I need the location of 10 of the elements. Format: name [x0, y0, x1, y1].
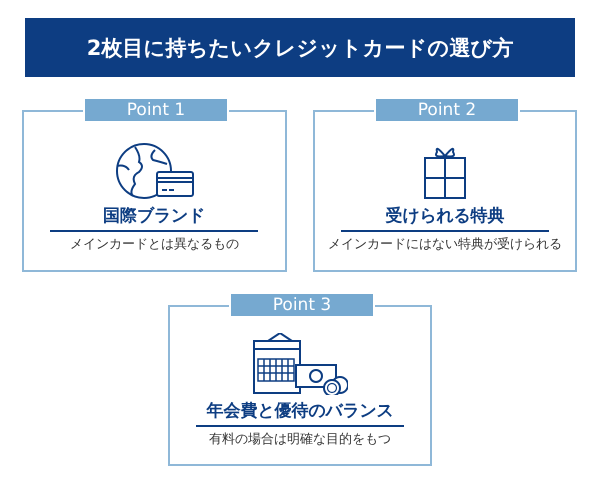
point-badge: Point 1	[83, 97, 229, 123]
point-badge: Point 3	[229, 292, 375, 318]
point-heading: 受けられる特典	[341, 204, 549, 232]
title-banner: 2枚目に持ちたいクレジットカードの選び方	[25, 18, 575, 77]
point-description: 有料の場合は明確な目的をもつ	[208, 431, 392, 448]
point-description: メインカードにはない特典が受けられる	[327, 236, 563, 253]
point-description: メインカードとは異なるもの	[69, 236, 240, 253]
point-badge: Point 2	[374, 97, 520, 123]
point-heading: 国際ブランド	[50, 204, 258, 232]
point-heading: 年会費と優待のバランス	[196, 399, 404, 427]
